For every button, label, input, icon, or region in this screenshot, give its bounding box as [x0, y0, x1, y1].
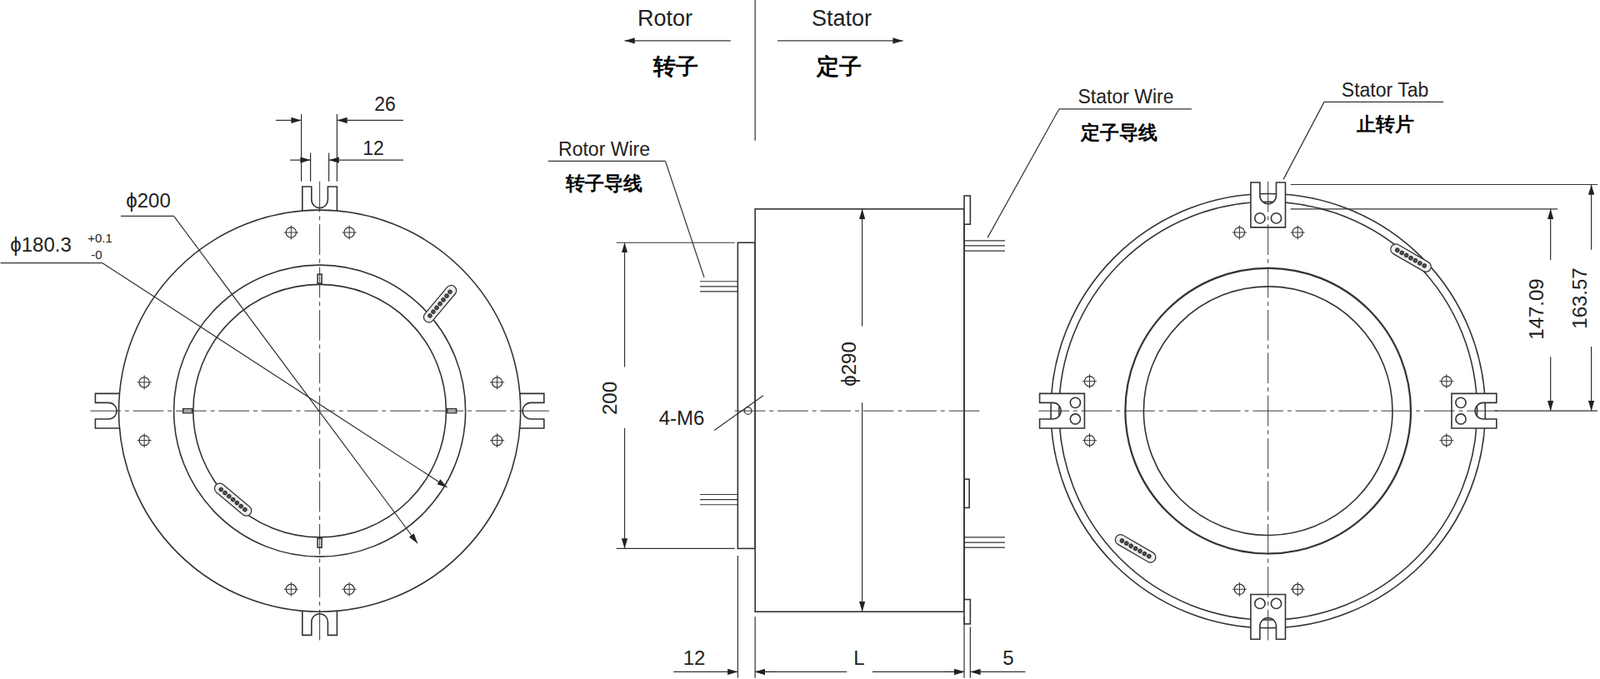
- dimension-label: -0: [89, 248, 104, 261]
- dimension-label: 163.57: [1570, 265, 1590, 330]
- chinese-label: 止转片: [1355, 115, 1416, 135]
- chinese-label: 定子: [815, 55, 864, 79]
- dimension-label: Stator: [810, 7, 874, 30]
- chinese-label: 转子: [651, 55, 700, 79]
- dimension-label: ϕ290: [839, 340, 860, 388]
- chinese-label: 转子导线: [564, 174, 645, 194]
- chinese-label: 定子导线: [1079, 123, 1160, 143]
- dimension-label: 12: [360, 139, 386, 159]
- dimension-label: ϕ200: [124, 190, 172, 211]
- dimension-label: 147.09: [1526, 276, 1547, 341]
- dimension-label: Rotor Wire: [556, 140, 652, 160]
- dimension-label: ϕ180.3: [8, 235, 74, 255]
- dimension-label: 5: [1000, 648, 1015, 669]
- dimension-label: 12: [681, 648, 708, 669]
- dimension-label: L: [851, 648, 866, 669]
- dimension-label: Stator Wire: [1075, 87, 1175, 107]
- dimension-label: 26: [372, 95, 398, 115]
- dimension-label: Stator Tab: [1340, 80, 1430, 100]
- dimension-label: +0.1: [85, 231, 115, 245]
- dimension-label: 200: [600, 380, 620, 417]
- dimension-label: 4-M6: [657, 408, 707, 429]
- dimension-label: Rotor: [635, 7, 695, 30]
